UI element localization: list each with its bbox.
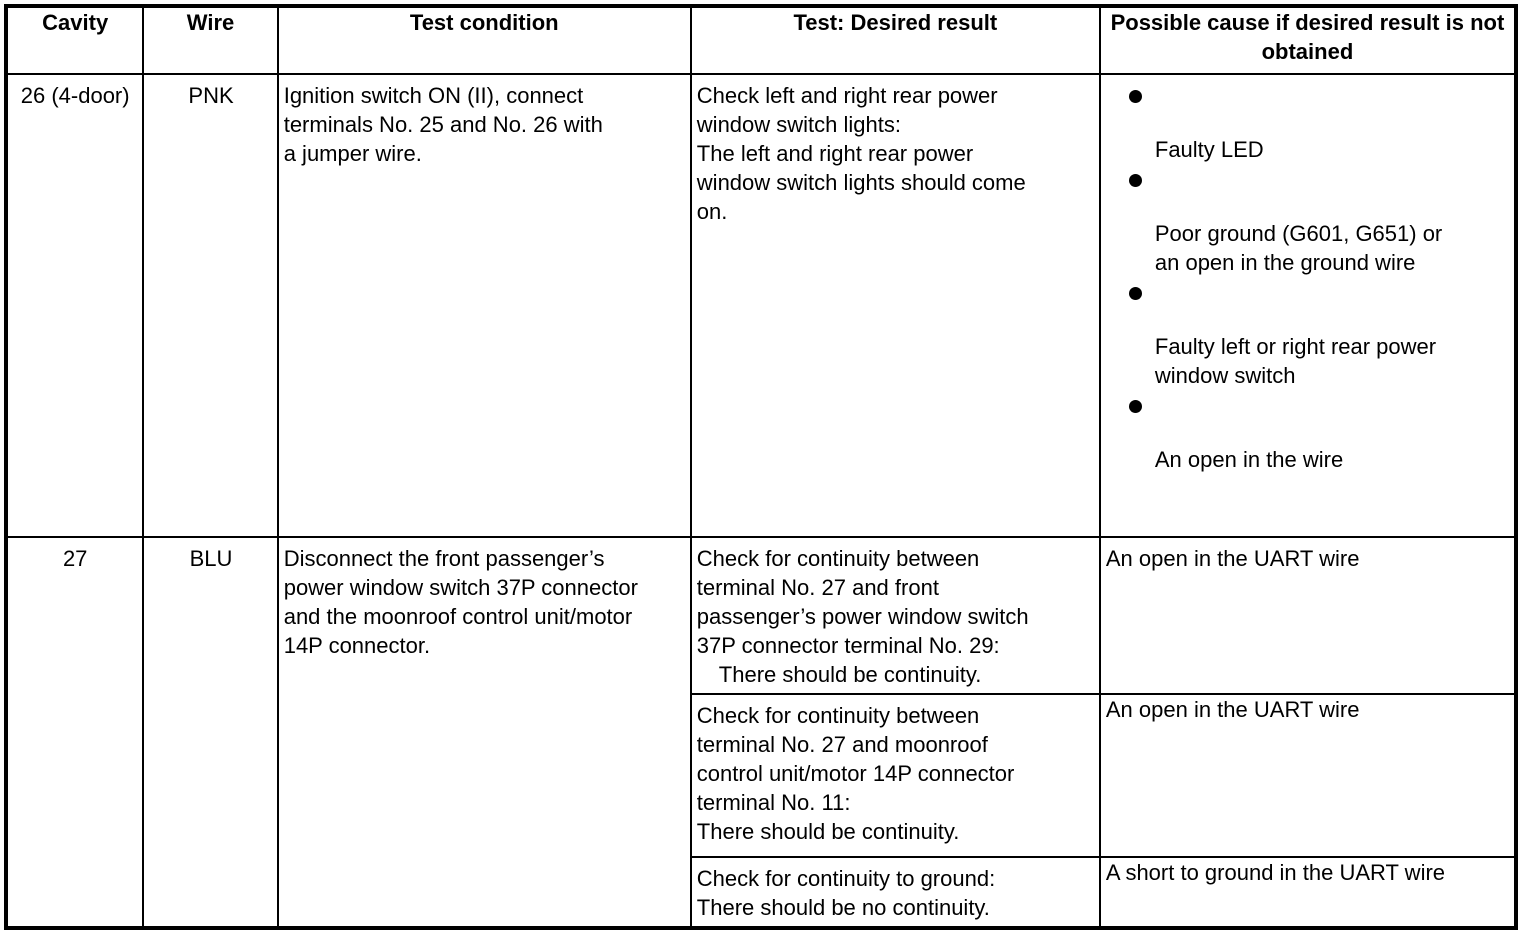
- bullet-icon: [1128, 286, 1142, 300]
- bullet-line: [1107, 390, 1510, 419]
- column-header-wire: Wire: [142, 5, 279, 75]
- possible-cause-text: Faulty left or right rear power window s…: [1154, 334, 1437, 388]
- list-item: Poor ground (G601, G651) or an open in t…: [1107, 164, 1510, 277]
- bullet-icon: [1128, 173, 1142, 187]
- table-row: 26 (4-door) PNK Ignition switch ON (II),…: [4, 73, 1518, 538]
- possible-cause-text: An open in the UART wire: [1105, 697, 1360, 722]
- possible-cause-text: An open in the wire: [1154, 447, 1344, 472]
- possible-cause-text: A short to ground in the UART wire: [1105, 860, 1446, 885]
- cell-possible-cause: An open in the UART wire: [1098, 536, 1518, 695]
- diagnostic-table-sheet: Cavity Wire Test condition Test: Desired…: [0, 4, 1520, 930]
- cell-possible-cause: An open in the UART wire: [1098, 693, 1518, 858]
- column-header-cavity: Cavity: [4, 5, 145, 75]
- header-row: Cavity Wire Test condition Test: Desired…: [4, 5, 1518, 75]
- test-desired-result-text: Check for continuity between terminal No…: [696, 546, 1029, 658]
- test-desired-result-note: There should be continuity.: [718, 662, 982, 687]
- wire-value: BLU: [189, 546, 233, 571]
- cell-test-desired-result: Check for continuity between terminal No…: [689, 693, 1101, 858]
- list-item: An open in the wire: [1107, 390, 1510, 474]
- possible-cause-text: An open in the UART wire: [1105, 546, 1360, 571]
- cell-cavity: 26 (4-door): [4, 73, 145, 538]
- test-desired-result-text: Check for continuity to ground: There sh…: [696, 866, 996, 920]
- table-header: Cavity Wire Test condition Test: Desired…: [4, 5, 1518, 75]
- cell-possible-cause: A short to ground in the UART wire: [1098, 856, 1518, 929]
- cell-test-desired-result: Check for continuity between terminal No…: [689, 536, 1101, 695]
- cell-test-condition: Disconnect the front passenger’s power w…: [276, 536, 692, 929]
- test-desired-result-text: Check for continuity between terminal No…: [696, 703, 1015, 844]
- bullet-line: [1107, 164, 1510, 193]
- wire-value: PNK: [188, 83, 234, 108]
- cell-possible-cause: Faulty LED Poor ground (G601, G651) or a…: [1098, 73, 1518, 538]
- column-header-possible-cause: Possible cause if desired result is not …: [1098, 5, 1518, 75]
- circuit-test-table: Cavity Wire Test condition Test: Desired…: [4, 4, 1518, 930]
- table-row: Check for continuity between terminal No…: [6, 693, 1518, 858]
- bullet-icon: [1128, 399, 1142, 413]
- table-row: 27 BLU Disconnect the front passenger’s …: [4, 536, 1518, 929]
- cavity-value: 27: [62, 546, 88, 571]
- test-condition-text: Disconnect the front passenger’s power w…: [283, 546, 638, 658]
- possible-cause-text: Poor ground (G601, G651) or an open in t…: [1154, 221, 1443, 275]
- cell-wire: PNK: [142, 73, 279, 538]
- possible-cause-text: Faulty LED: [1154, 137, 1264, 162]
- bullet-icon: [1128, 89, 1142, 103]
- test-desired-result-wrap: Check for continuity between terminal No…: [692, 538, 1099, 693]
- possible-cause-list: Faulty LED Poor ground (G601, G651) or a…: [1101, 75, 1514, 474]
- table-body: 26 (4-door) PNK Ignition switch ON (II),…: [4, 73, 1518, 929]
- bullet-line: [1107, 80, 1510, 109]
- list-item: Faulty left or right rear power window s…: [1107, 277, 1510, 390]
- cell-test-desired-result: Check for continuity to ground: There sh…: [689, 856, 1101, 929]
- cavity-value: 26 (4-door): [20, 83, 130, 108]
- bullet-line: [1107, 277, 1510, 306]
- cell-wire: BLU: [142, 536, 279, 929]
- test-desired-result-text: Check left and right rear power window s…: [696, 83, 1026, 224]
- list-item: Faulty LED: [1107, 80, 1510, 164]
- test-condition-text: Ignition switch ON (II), connect termina…: [283, 83, 603, 166]
- cell-test-desired-result: Check left and right rear power window s…: [689, 73, 1101, 538]
- column-header-test-desired-result: Test: Desired result: [689, 5, 1101, 75]
- column-header-test-condition: Test condition: [276, 5, 692, 75]
- cell-test-condition: Ignition switch ON (II), connect termina…: [276, 73, 692, 538]
- cell-cavity: 27: [4, 536, 145, 929]
